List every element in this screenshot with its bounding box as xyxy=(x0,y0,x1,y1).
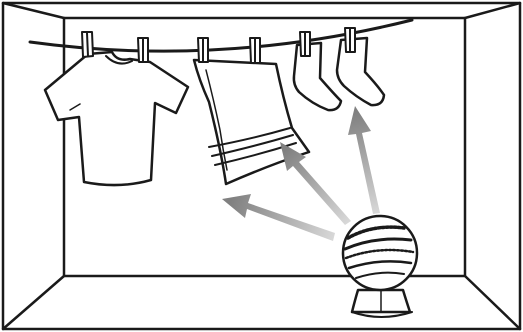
sock-icon xyxy=(337,38,384,105)
tshirt-icon xyxy=(45,52,188,185)
air-circulator-fan-icon xyxy=(343,216,417,317)
